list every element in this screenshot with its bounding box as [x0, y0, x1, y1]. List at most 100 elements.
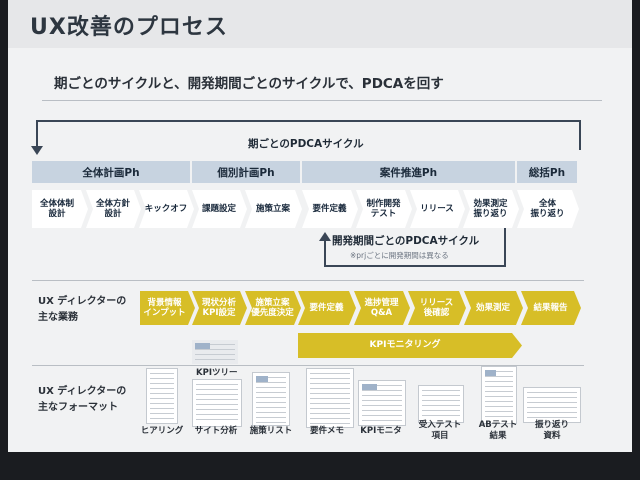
document-line — [362, 410, 402, 411]
document-line — [362, 395, 402, 396]
document-line — [256, 422, 286, 423]
dev-cycle-line-right — [504, 228, 506, 267]
period-cycle-line — [36, 120, 580, 122]
document-line — [150, 403, 174, 404]
director-task-2: 現状分析 KPI設定 — [201, 297, 236, 318]
phase-summary: 総括Ph — [517, 161, 577, 183]
document-header-block — [362, 384, 378, 390]
document-line — [196, 414, 238, 415]
document-line — [256, 412, 286, 413]
kpi-tree-thumbnail — [192, 340, 238, 364]
process-step-5: 施策立案 — [255, 203, 290, 214]
process-step-1: 全体体制 設計 — [39, 198, 74, 219]
arrow-up-icon — [319, 232, 331, 241]
document-line — [485, 381, 513, 382]
document-line — [485, 401, 513, 402]
acceptance-test-thumbnail — [418, 385, 464, 423]
ab-test-thumbnail — [481, 366, 517, 424]
document-line — [310, 393, 350, 394]
arrow-down-icon — [31, 146, 43, 155]
document-line — [150, 408, 174, 409]
retrospective-thumbnail — [523, 387, 581, 423]
document-header-block — [485, 370, 497, 376]
process-step-7: 制作開発 テスト — [366, 198, 401, 219]
dev-cycle-line — [324, 265, 505, 267]
chevron-shape — [192, 291, 247, 325]
document-line — [485, 371, 513, 372]
document-line — [527, 417, 577, 418]
document-line — [310, 378, 350, 379]
document-line — [150, 398, 174, 399]
chevron-shape — [139, 190, 194, 228]
document-line — [195, 354, 235, 355]
document-line — [527, 412, 577, 413]
document-line — [150, 393, 174, 394]
director-task-3: 施策立案 優先度決定 — [251, 297, 294, 318]
document-line — [485, 416, 513, 417]
slide: UX改善のプロセス 期ごとのサイクルと、開発期間ごとのサイクルで、PDCAを回す… — [8, 0, 632, 452]
document-line — [196, 399, 238, 400]
document-line — [150, 418, 174, 419]
document-line — [527, 407, 577, 408]
process-step-10: 全体 振り返り — [530, 198, 565, 219]
document-line — [196, 384, 238, 385]
period-cycle-line-right — [579, 120, 581, 150]
format-label-3: 施策リスト — [249, 426, 293, 436]
process-step-6: 要件定義 — [312, 203, 347, 214]
dev-cycle-note: ※prjごとに開発期間は異なる — [350, 251, 449, 260]
director-task-4: 要件定義 — [309, 302, 344, 313]
period-cycle-label: 期ごとのPDCAサイクル — [248, 138, 364, 150]
dev-cycle-label: 開発期間ごとのPDCAサイクル — [332, 235, 480, 247]
tasks-section-label: UX ディレクターの 主な業務 — [38, 296, 127, 323]
document-line — [310, 418, 350, 419]
chevron-shape — [140, 291, 195, 325]
document-line — [150, 378, 174, 379]
format-label-7: ABテスト 結果 — [478, 420, 518, 442]
document-line — [195, 359, 235, 360]
chevron-shape — [298, 291, 356, 325]
document-line — [310, 413, 350, 414]
site-analysis-thumbnail — [192, 379, 242, 427]
document-line — [485, 396, 513, 397]
slide-subtitle: 期ごとのサイクルと、開発期間ごとのサイクルで、PDCAを回す — [54, 76, 444, 92]
phase-project-execution: 案件推進Ph — [302, 161, 515, 183]
document-line — [196, 394, 238, 395]
document-line — [256, 407, 286, 408]
document-line — [310, 373, 350, 374]
chevron-shape — [245, 190, 302, 228]
kpi-monitoring-bar — [298, 333, 522, 358]
measure-list-thumbnail — [252, 372, 290, 426]
chevron-shape — [521, 291, 581, 325]
document-line — [256, 402, 286, 403]
chevron-shape — [32, 190, 88, 228]
document-line — [310, 423, 350, 424]
divider — [32, 280, 584, 281]
document-line — [256, 382, 286, 383]
document-line — [422, 400, 460, 401]
document-line — [527, 402, 577, 403]
divider — [42, 100, 602, 101]
format-label-8: 振り返り 資料 — [534, 420, 569, 442]
document-line — [256, 417, 286, 418]
chevron-shape — [245, 291, 301, 325]
formats-section-label: UX ディレクターの 主なフォーマット — [38, 386, 127, 413]
document-line — [310, 388, 350, 389]
director-task-6: リリース 後確認 — [419, 297, 454, 318]
document-line — [485, 411, 513, 412]
hearing-sheet-thumbnail — [146, 368, 178, 424]
document-line — [150, 383, 174, 384]
chevron-shape — [464, 291, 523, 325]
document-line — [362, 420, 402, 421]
divider — [32, 365, 584, 366]
director-task-1: 背景情報 インプット — [143, 297, 186, 318]
slide-title: UX改善のプロセス — [30, 15, 228, 40]
requirements-memo-thumbnail — [306, 368, 354, 428]
process-step-4: 課題設定 — [201, 203, 236, 214]
document-line — [422, 390, 460, 391]
document-line — [195, 349, 235, 350]
document-header-block — [195, 343, 211, 349]
process-step-2: 全体方針 設計 — [95, 198, 130, 219]
document-line — [422, 410, 460, 411]
phase-overall-plan: 全体計画Ph — [32, 161, 190, 183]
period-cycle-line-left — [36, 120, 38, 148]
